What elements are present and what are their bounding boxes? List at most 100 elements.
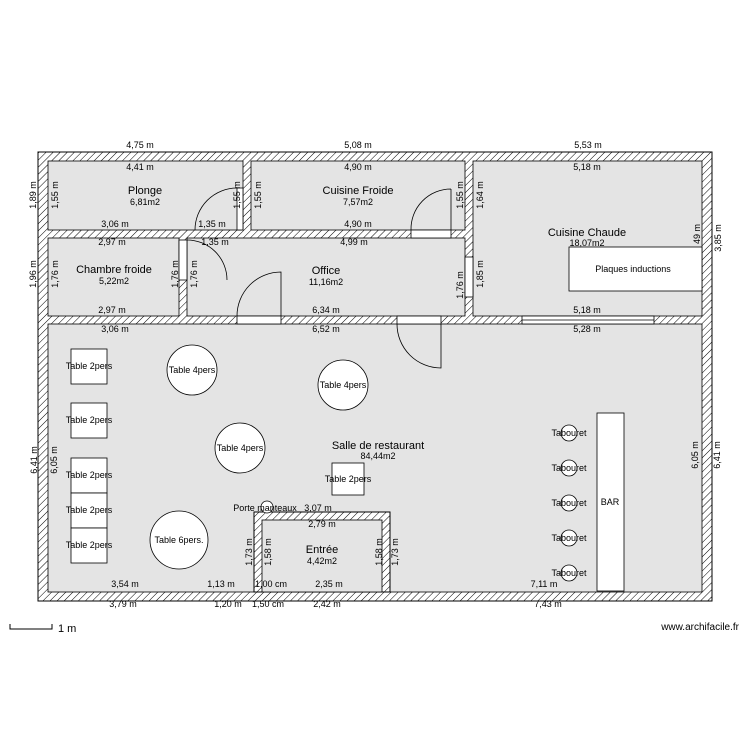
table-2pers-label: Table 2pers: [325, 474, 372, 484]
dimension-label: 1,76 m: [170, 260, 180, 288]
plaques-inductions: [568, 246, 703, 292]
room-entree-area: 4,42m2: [307, 556, 337, 566]
door-swing-plonge: [194, 187, 238, 231]
bar-label: BAR: [601, 497, 620, 507]
dimension-label: 4,90 m: [344, 162, 372, 172]
dimension-label: 3,07 m: [304, 503, 332, 513]
dimension-label: 1,58 m: [263, 538, 273, 566]
dimension-label: 1,35 m: [198, 219, 226, 229]
dimension-label: 1,76 m: [455, 271, 465, 299]
tabouret-label: Tabouret: [551, 463, 587, 473]
dimension-label: 3,54 m: [111, 579, 139, 589]
dimension-label: 1,20 m: [214, 599, 242, 609]
dimension-label: 2,42 m: [313, 599, 341, 609]
dimension-label: 3,06 m: [101, 324, 129, 334]
door-swing-office: [236, 271, 282, 317]
dimension-label: 5,28 m: [573, 324, 601, 334]
dimension-label: 2,79 m: [308, 519, 336, 529]
porte-manteaux: [260, 500, 274, 514]
scale-bar: [9, 624, 53, 630]
door-swing-salle: [396, 323, 442, 369]
room-cuisine-froide-area: 7,57m2: [343, 197, 373, 207]
dimension-label: 1,55 m: [455, 181, 465, 209]
room-entree-name: Entrée: [306, 544, 338, 556]
porte-manteaux-label: Porte manteaux: [233, 503, 297, 513]
room-office: [186, 237, 466, 317]
door-cuisine-chaude: [464, 256, 474, 298]
table-4pers-label: Table 4pers: [169, 365, 216, 375]
door-swing-cuisine-froide: [410, 188, 452, 231]
dimension-label: 1,73 m: [244, 538, 254, 566]
room-chambre-froide-area: 5,22m2: [99, 276, 129, 286]
room-entree: [261, 519, 383, 593]
tabouret-label: Tabouret: [551, 498, 587, 508]
dimension-label: 1,73 m: [390, 538, 400, 566]
dimension-label: 7,43 m: [534, 599, 562, 609]
table-2pers-label: Table 2pers: [66, 540, 113, 550]
dimension-label: 1,55 m: [253, 181, 263, 209]
table-2pers: [70, 402, 108, 439]
dimension-label: 1,85 m: [475, 260, 485, 288]
scale-label: 1 m: [58, 623, 76, 635]
dimension-label: 1,00 cm: [255, 579, 287, 589]
dimension-label: 1,64 m: [475, 181, 485, 209]
dimension-label: 5,18 m: [573, 305, 601, 315]
dimension-label: 7,11 m: [531, 579, 558, 589]
room-chambre-froide: [47, 237, 180, 317]
dimension-label: 4,75 m: [126, 140, 154, 150]
tabouret: [560, 424, 578, 442]
dimension-label: 1,55 m: [50, 181, 60, 209]
dimension-label: 6,41 m: [712, 441, 722, 469]
dimension-label: 1,13 m: [207, 579, 235, 589]
tabouret-label: Tabouret: [551, 533, 587, 543]
dimension-label: 1,96 m: [28, 260, 38, 288]
dimension-label: 6,34 m: [312, 305, 340, 315]
dimension-label: 49 m: [692, 224, 702, 244]
dimension-label: 6,52 m: [312, 324, 340, 334]
dimension-label: 4,90 m: [344, 219, 372, 229]
table-4pers-label: Table 4pers: [320, 380, 367, 390]
dimension-label: 1,50 cm: [252, 599, 284, 609]
room-plonge: [47, 160, 244, 231]
table-4pers: [214, 422, 266, 474]
door-chambre-froide: [178, 239, 188, 281]
room-cuisine-chaude-name: Cuisine Chaude: [548, 227, 626, 239]
watermark-text: www.archifacile.fr: [660, 622, 739, 633]
dimension-label: 5,18 m: [573, 162, 601, 172]
dimension-label: 6,05 m: [690, 441, 700, 469]
dimension-label: 1,55 m: [232, 181, 242, 209]
dimension-label: 2,97 m: [98, 237, 126, 247]
dimension-label: 3,06 m: [101, 219, 129, 229]
door-office: [236, 315, 282, 325]
tabouret-label: Tabouret: [551, 568, 587, 578]
door-cuisine-froide: [410, 229, 452, 239]
table-4pers: [166, 344, 218, 396]
tabouret: [560, 459, 578, 477]
room-cuisine-froide-name: Cuisine Froide: [323, 185, 394, 197]
room-office-name: Office: [312, 265, 341, 277]
dimension-label: 1,58 m: [374, 538, 384, 566]
dimension-label: 5,53 m: [574, 140, 602, 150]
room-plonge-area: 6,81m2: [130, 197, 160, 207]
table-4pers-label: Table 4pers: [217, 443, 264, 453]
table-6pers: [149, 510, 209, 570]
plaques-label: Plaques inductions: [595, 264, 671, 274]
dimension-label: 5,08 m: [344, 140, 372, 150]
room-cuisine-chaude-area: 18,07m2: [569, 238, 604, 248]
dimension-label: 4,99 m: [340, 237, 368, 247]
table-2pers-label: Table 2pers: [66, 361, 113, 371]
table-6pers-label: Table 6pers.: [154, 535, 203, 545]
room-office-area: 11,16m2: [309, 277, 343, 287]
table-2pers: [70, 457, 108, 494]
table-2pers: [331, 462, 365, 496]
table-4pers: [317, 359, 369, 411]
tabouret-label: Tabouret: [551, 428, 587, 438]
room-salle-area: 84,44m2: [360, 451, 395, 461]
table-2pers: [70, 348, 108, 385]
table-2pers-label: Table 2pers: [66, 415, 113, 425]
tabouret: [560, 529, 578, 547]
door-swing-chambre-froide: [186, 239, 228, 281]
tabouret: [560, 494, 578, 512]
dimension-label: 2,97 m: [98, 305, 126, 315]
